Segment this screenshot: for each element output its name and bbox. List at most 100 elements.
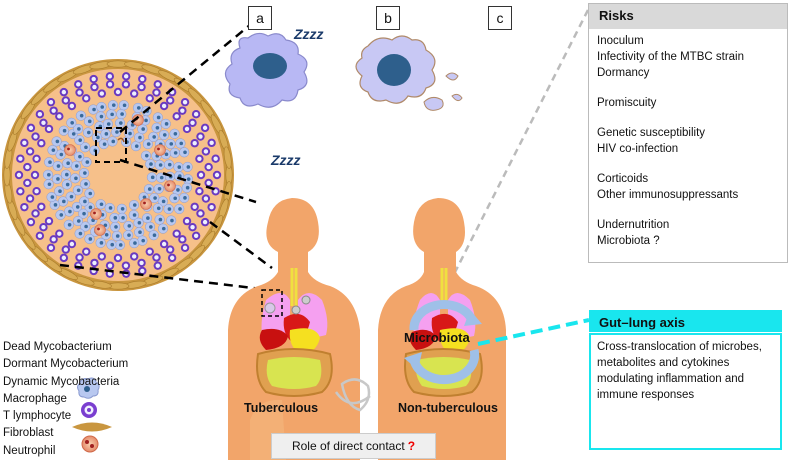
macrophage-nucleus — [173, 131, 178, 136]
macrophage-nucleus — [56, 164, 61, 168]
macrophage-nucleus — [138, 230, 142, 235]
t-lymphocyte-nucleus — [123, 74, 129, 79]
macrophage-nucleus — [74, 164, 79, 168]
macrophage-nucleus — [59, 213, 64, 217]
macrophage-nucleus — [78, 138, 83, 142]
t-lymphocyte-nucleus — [39, 204, 44, 209]
zoom-lines — [59, 24, 273, 292]
microbiota-label: Microbiota — [404, 330, 470, 345]
t-lymphocyte-nucleus — [57, 114, 62, 119]
neutrophil-cell — [94, 224, 106, 236]
non-tuberculous-label: Non-tuberculous — [398, 401, 498, 415]
fibroblast-cell — [223, 146, 232, 169]
t-lymphocyte-nucleus — [206, 180, 211, 186]
direct-contact-box: Role of direct contact? — [271, 433, 436, 459]
macrophage-nucleus — [152, 135, 156, 139]
neutrophil-cell — [90, 208, 102, 220]
fibroblast-ring — [3, 60, 233, 290]
macrophage-nucleus — [130, 123, 135, 127]
t-lymphocyte-nucleus — [46, 126, 52, 132]
risks-panel: Risks Inoculum Infectivity of the MTBC s… — [588, 3, 788, 263]
macrophage-nucleus — [88, 191, 93, 196]
t-lymphocyte-nucleus — [140, 76, 145, 82]
t-lymphocyte-nucleus — [84, 249, 89, 254]
macrophage-nucleus — [62, 128, 67, 133]
t-lymphocyte-nucleus — [180, 237, 185, 242]
macrophage-nucleus — [153, 196, 157, 200]
macrophage-nucleus — [78, 231, 83, 236]
t-lymphocyte-nucleus — [61, 89, 67, 95]
t-lymphocyte-nucleus — [77, 255, 82, 260]
t-lymphocyte-nucleus — [34, 156, 39, 162]
t-lymphocyte-nucleus — [92, 260, 97, 266]
t-lymphocyte-nucleus — [131, 254, 137, 259]
macrophage-nucleus — [186, 177, 191, 181]
macrophage-nucleus — [169, 142, 174, 146]
macrophage-nucleus — [100, 105, 105, 109]
macrophage-nucleus — [170, 218, 174, 223]
t-lymphocyte-nucleus — [167, 98, 173, 103]
macrophage-nucleus — [144, 118, 148, 123]
gut-lung-connector — [477, 318, 590, 346]
macrophage-nucleus — [176, 188, 180, 192]
macrophage-nucleus — [76, 188, 81, 193]
t-lymphocyte-nucleus — [131, 91, 137, 96]
t-lymphocyte-nucleus — [214, 172, 220, 178]
macrophage-nucleus — [102, 142, 107, 146]
t-lymphocyte-nucleus — [25, 164, 30, 170]
macrophage-nucleus — [113, 216, 118, 220]
macrophage-nucleus — [120, 112, 124, 116]
macrophage-nucleus — [161, 199, 166, 204]
risk-item: Infectivity of the MTBC strain — [597, 51, 744, 63]
risk-item: Undernutrition — [597, 219, 670, 231]
risks-title: Risks — [589, 4, 787, 29]
macrophage-nucleus — [56, 177, 60, 181]
risk-item: Other immunosuppressants — [597, 189, 739, 201]
t-lymphocyte-nucleus — [69, 103, 75, 109]
macrophage-nucleus — [111, 103, 116, 107]
macrophage-nucleus — [59, 152, 64, 157]
macrophage-nucleus — [132, 203, 137, 207]
gut-lung-description: Cross-translocation of microbes, metabol… — [589, 333, 782, 450]
macrophage-nucleus — [103, 223, 108, 228]
macrophage-nucleus — [47, 182, 52, 187]
macrophage-icon — [77, 377, 100, 399]
macrophage-nucleus — [146, 142, 151, 146]
t-lymphocyte-nucleus — [174, 114, 179, 119]
panel-label-c: c — [488, 6, 512, 30]
macrophage-nucleus — [55, 139, 60, 144]
macrophage-nucleus — [85, 160, 90, 164]
macrophage-nucleus — [82, 211, 86, 216]
macrophage-nucleus — [70, 120, 74, 125]
legend-item: Dormant Mycobacterium — [3, 356, 128, 373]
risk-item: Promiscuity — [597, 97, 657, 109]
macrophage-nucleus — [150, 175, 155, 180]
macrophage-nucleus — [253, 53, 287, 79]
t-lymphocyte-nucleus — [22, 140, 27, 146]
macrophage-nucleus — [156, 115, 161, 120]
macrophage-nucleus — [71, 132, 76, 136]
macrophage-nucleus — [147, 187, 152, 191]
macrophage-nucleus — [164, 122, 169, 126]
tuberculous-label: Tuberculous — [244, 401, 319, 415]
legend-label: Dead Mycobacterium — [3, 341, 112, 353]
macrophage-nucleus — [65, 172, 69, 177]
t-lymphocyte-nucleus — [63, 98, 69, 103]
macrophage-nucleus — [50, 195, 55, 199]
t-lymphocyte-nucleus — [22, 204, 27, 210]
t-lymphocyte-nucleus — [147, 96, 152, 101]
fibroblast-icon — [72, 422, 112, 432]
cell-debris — [451, 93, 463, 102]
macrophage-nucleus — [177, 165, 182, 169]
legend-label: Fibroblast — [3, 427, 54, 440]
macrophage-nucleus — [158, 217, 163, 222]
macrophage-nucleus — [48, 160, 52, 165]
macrophage-nucleus — [149, 162, 153, 166]
zoom-box — [95, 127, 127, 163]
t-lymphocyte-nucleus — [139, 260, 144, 266]
macrophage-nucleus — [157, 186, 162, 191]
neutrophil-nucleus — [143, 201, 146, 205]
macrophage-nucleus — [179, 141, 184, 146]
t-lymphocyte-nucleus — [192, 204, 197, 209]
